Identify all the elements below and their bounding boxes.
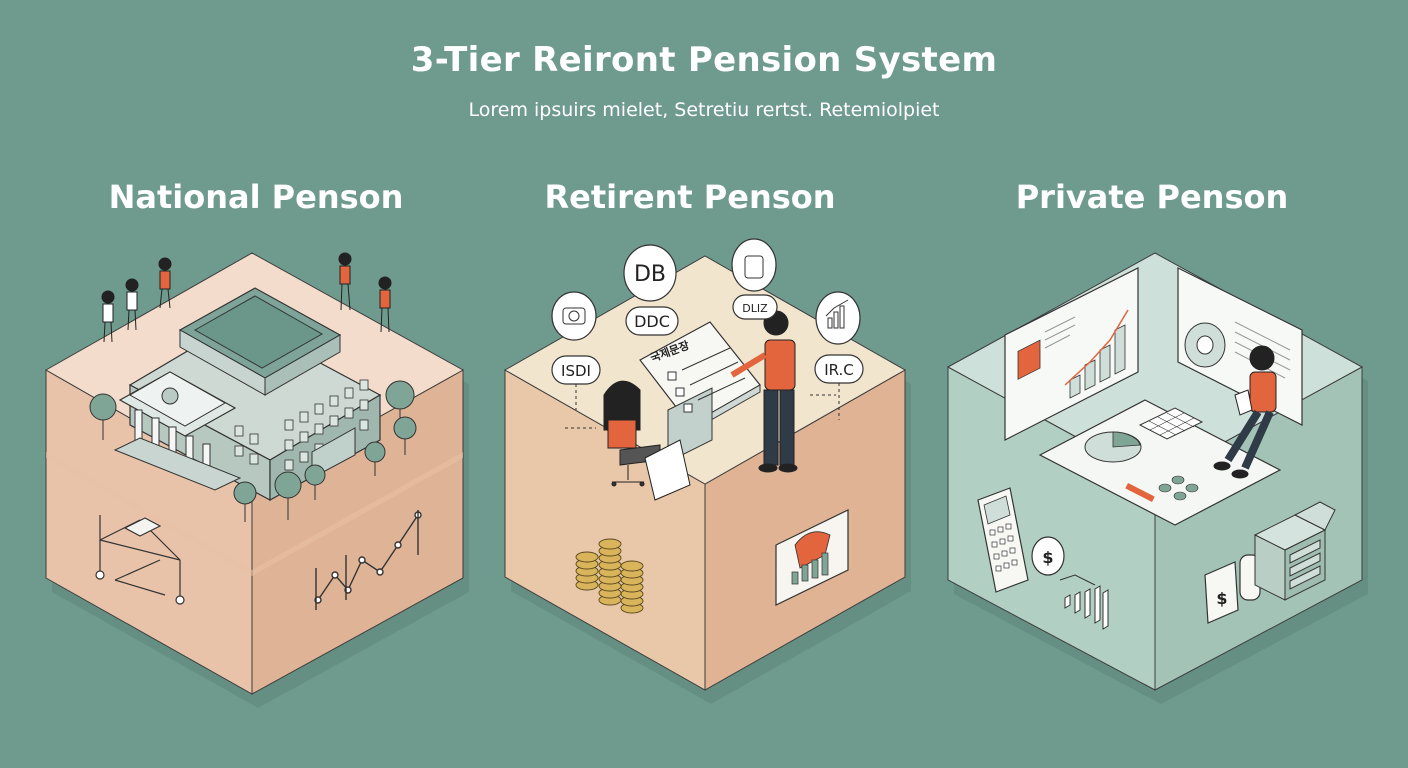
government-building-icon bbox=[113, 287, 382, 502]
svg-text:DB: DB bbox=[634, 262, 666, 287]
page-title: 3-Tier Reiront Pension System bbox=[410, 40, 998, 80]
savings-jar-icon: $ bbox=[1204, 554, 1261, 624]
tier-label-private: Private Penson bbox=[1015, 178, 1289, 216]
connector-lines bbox=[565, 383, 840, 429]
svg-text:DLIZ: DLIZ bbox=[742, 302, 768, 315]
seated-person-icon bbox=[603, 380, 691, 501]
growth-chart-screen-icon bbox=[1004, 267, 1139, 441]
svg-text:IR.C: IR.C bbox=[824, 361, 854, 379]
plan-tag-dliz: DLIZ bbox=[732, 294, 778, 320]
bar-chart-bubble-icon bbox=[815, 291, 861, 345]
plan-tag-irc: IR.C bbox=[814, 354, 864, 384]
svg-text:ISDI: ISDI bbox=[561, 362, 591, 380]
dollar-coin-icon: $ bbox=[1031, 536, 1065, 576]
trend-bars-icon bbox=[1059, 574, 1109, 630]
national-pension-block bbox=[44, 252, 469, 708]
people-icons bbox=[101, 252, 392, 343]
line-chart-icon bbox=[314, 510, 422, 610]
svg-text:DDC: DDC bbox=[634, 312, 670, 331]
framed-chart-icon bbox=[775, 509, 849, 606]
page-subtitle: Lorem ipsuirs mielet, Setretiu rertst. R… bbox=[468, 99, 940, 121]
floor-report-icon bbox=[1038, 399, 1282, 526]
retirement-pension-block: 국제문장 DB bbox=[503, 238, 911, 704]
coin-stacks-icon bbox=[575, 538, 644, 614]
svg-text:$: $ bbox=[1216, 589, 1227, 608]
svg-text:$: $ bbox=[1042, 548, 1053, 567]
tier-label-national: National Penson bbox=[108, 178, 404, 216]
wallet-bubble-icon bbox=[731, 238, 777, 292]
tier-label-retirement: Retirent Penson bbox=[544, 178, 836, 216]
camera-bubble-icon bbox=[551, 291, 597, 341]
person-with-tablet-icon bbox=[1213, 345, 1277, 479]
plan-tag-isdi: ISDI bbox=[551, 355, 601, 385]
plan-tag-ddc: DDC bbox=[625, 306, 679, 336]
filing-cabinet-icon bbox=[1253, 501, 1336, 601]
network-scale-icon bbox=[95, 515, 185, 605]
calculator-icon bbox=[977, 487, 1029, 593]
plan-tag-db: DB bbox=[623, 244, 677, 302]
standing-person-icon bbox=[730, 310, 798, 473]
private-pension-block: $ $ bbox=[946, 252, 1368, 704]
tree-icons bbox=[89, 380, 417, 522]
